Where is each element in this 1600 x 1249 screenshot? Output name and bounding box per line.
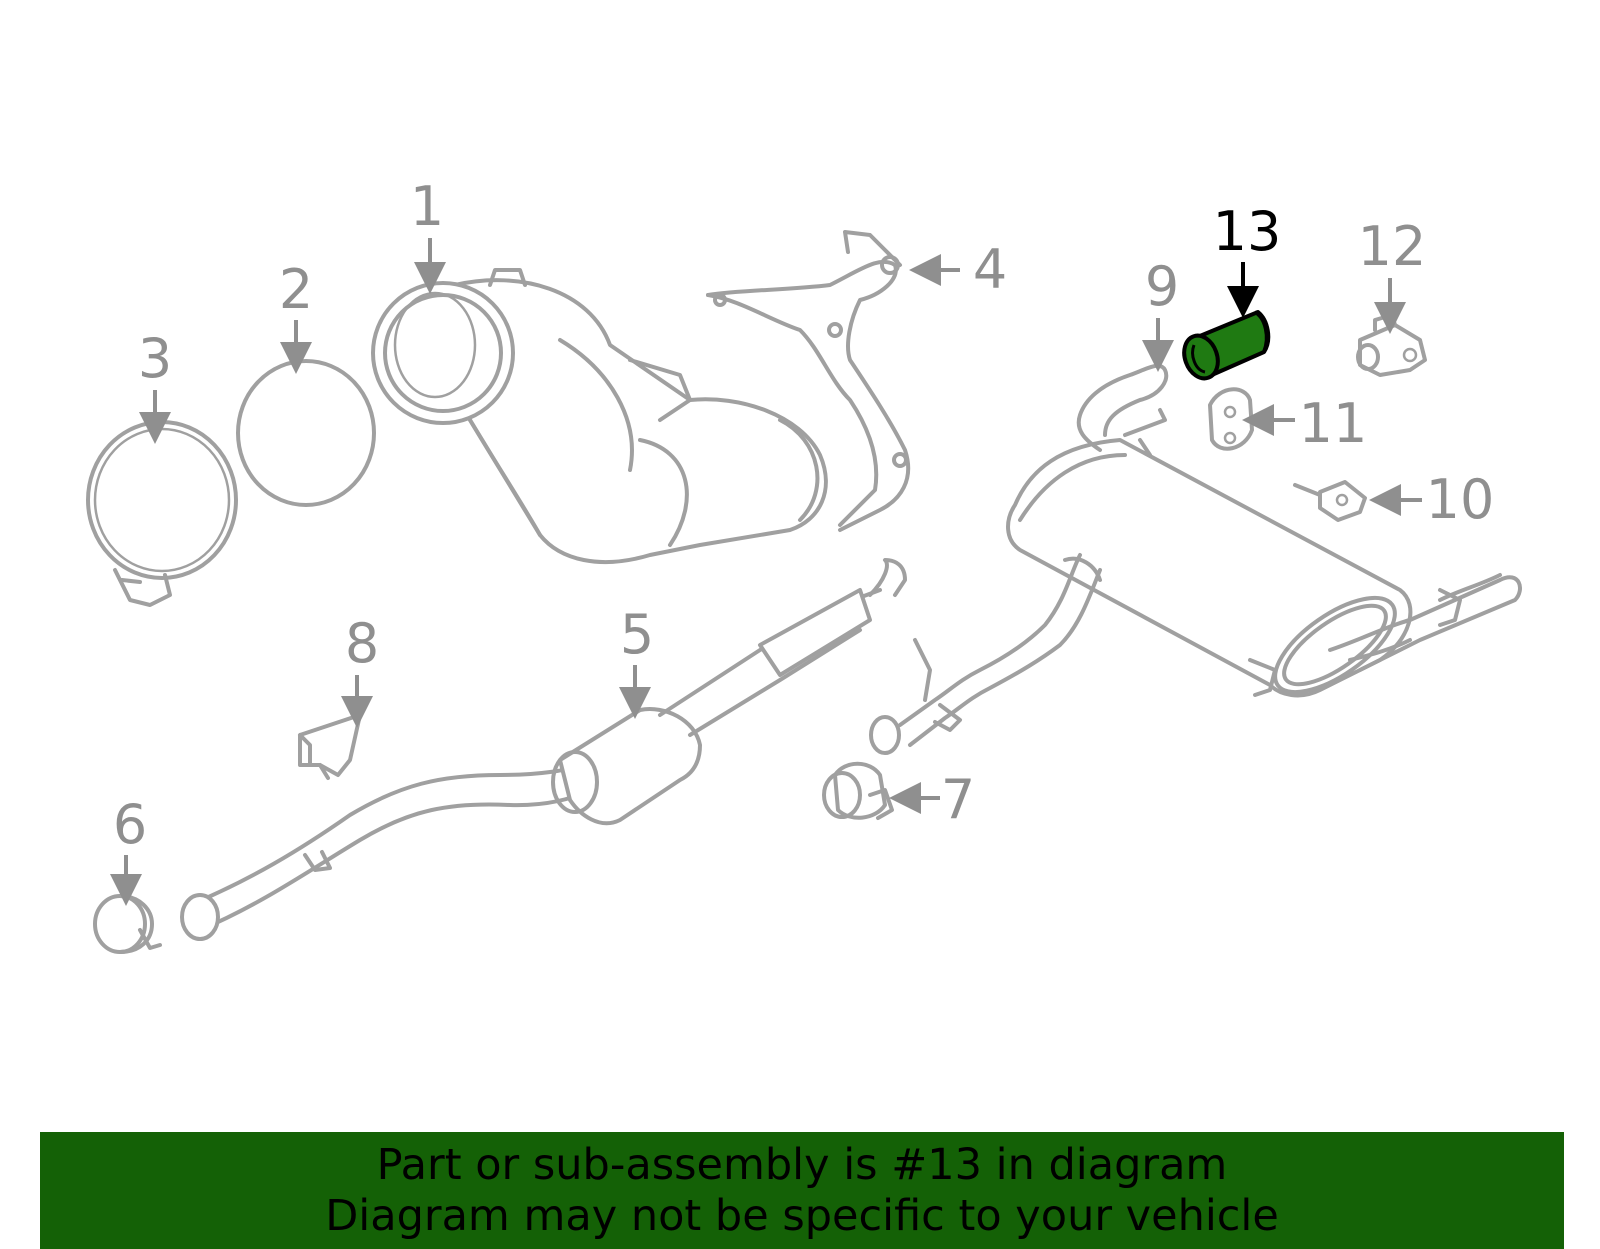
info-banner: Part or sub-assembly is #13 in diagram D… [40, 1132, 1564, 1249]
callout-label-12: 12 [1358, 215, 1427, 278]
callout-label-4: 4 [973, 238, 1007, 301]
callout-label-7: 7 [941, 768, 975, 831]
callout-label-9: 9 [1145, 255, 1179, 318]
exhaust-system-diagram: 1 2 3 4 5 6 7 8 9 10 11 12 13 [86, 175, 1522, 954]
callout-label-8: 8 [345, 612, 379, 675]
part-2-gasket[interactable] [236, 359, 376, 507]
callout-label-5: 5 [620, 603, 654, 666]
banner-line-disclaimer: Diagram may not be specific to your vehi… [325, 1190, 1279, 1241]
callout-label-2: 2 [279, 258, 313, 321]
part-9-rear-muffler-pipe[interactable] [869, 363, 1522, 755]
callout-label-13: 13 [1213, 200, 1282, 263]
callout-label-6: 6 [113, 793, 147, 856]
part-3-clamp[interactable] [86, 420, 238, 607]
callout-label-3: 3 [138, 327, 172, 390]
callout-label-10: 10 [1426, 468, 1495, 531]
part-8-hanger[interactable] [298, 713, 362, 780]
part-6-clamp[interactable] [93, 894, 162, 954]
callout-label-11: 11 [1299, 392, 1368, 455]
banner-line-part: Part or sub-assembly is #13 in diagram [376, 1139, 1228, 1190]
part-4-bracket[interactable] [706, 230, 911, 532]
part-13-sleeve-highlighted[interactable] [1178, 310, 1271, 383]
callouts: 1 2 3 4 5 6 7 8 9 10 11 12 13 [110, 175, 1495, 906]
part-11-rubber-mount[interactable] [1208, 387, 1254, 451]
part-7-sleeve-clamp[interactable] [822, 761, 894, 820]
part-5-front-muffler-pipe[interactable] [180, 558, 907, 941]
part-10-hanger-bracket[interactable] [1293, 480, 1367, 522]
part-12-valve-actuator[interactable] [1356, 313, 1427, 377]
callout-label-1: 1 [410, 175, 444, 238]
part-1-catalytic-converter[interactable] [371, 268, 828, 565]
